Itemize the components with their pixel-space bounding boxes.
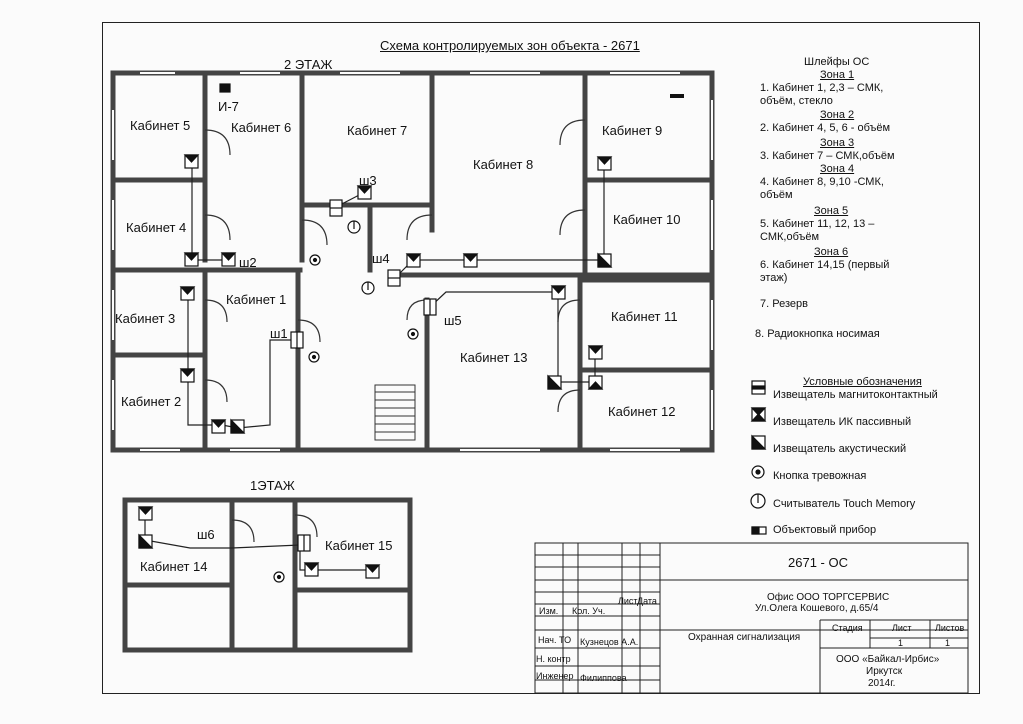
stamp-year: 2014г. <box>868 678 896 689</box>
stamp-nach-name: Кузнецов А.А. <box>580 637 639 647</box>
ir-passive-icon <box>750 407 767 422</box>
stamp-sheets-value: 1 <box>945 638 951 648</box>
loop-wires <box>144 162 605 571</box>
staircase <box>374 384 416 441</box>
room-label: Кабинет 15 <box>325 538 393 553</box>
drawing-title: Схема контролируемых зон объекта - 2671 <box>380 38 640 53</box>
room-label: Кабинет 3 <box>115 311 176 326</box>
room-label: Кабинет 11 <box>611 309 678 324</box>
floor2-label: 2 ЭТАЖ <box>284 57 333 72</box>
legend-label: Считыватель Touch Memory <box>773 498 916 510</box>
legend-label: Извещатель ИК пассивный <box>773 416 912 428</box>
zone-label: Зона 4 <box>820 163 855 175</box>
loop-reserve: 7. Резерв <box>760 298 808 310</box>
zone-description: 2. Кабинет 4, 5, 6 - объём <box>760 122 891 134</box>
floor1-label: 1ЭТАЖ <box>250 478 295 493</box>
legend-label: Извещатель акустический <box>773 443 907 455</box>
stamp-stadia: Стадия <box>832 623 863 633</box>
stamp-nach: Нач. ТО <box>538 635 572 645</box>
stamp-list: Лист <box>618 596 638 606</box>
room-label: Кабинет 7 <box>347 123 408 138</box>
touch-memory-readers <box>347 220 375 295</box>
ir-passive-sensors <box>137 154 613 579</box>
stamp-sheets-label: Листов <box>935 623 965 633</box>
room-label: Кабинет 4 <box>126 220 187 235</box>
panel-device-icon <box>751 526 767 535</box>
legend-icons <box>750 380 767 535</box>
loop-radio-button: 8. Радиокнопка носимая <box>755 328 880 340</box>
stamp-sheet-label: Лист <box>892 623 912 633</box>
room-label: Кабинет 6 <box>231 120 292 135</box>
legend-label: Извещатель магнитоконтактный <box>773 389 938 401</box>
panic-button-icon <box>751 465 765 479</box>
windows <box>112 72 713 451</box>
room-label: Кабинет 8 <box>473 157 534 172</box>
zone-description: этаж) <box>760 272 788 284</box>
legend-heading: Условные обозначения <box>803 376 922 388</box>
zone-label: Зона 2 <box>820 109 855 121</box>
room-label: Кабинет 5 <box>130 118 191 133</box>
loop-label-sh3: ш3 <box>359 173 377 188</box>
stamp-work: Охранная сигнализация <box>688 632 801 643</box>
panel-device-cab9 <box>670 94 684 98</box>
stamp-inzh: Инженер <box>536 671 574 681</box>
zone-label: Зона 1 <box>820 69 855 81</box>
zone-description: объём <box>760 189 793 201</box>
zone-description: 4. Кабинет 8, 9,10 -СМК, <box>760 176 884 188</box>
stamp-address: Ул.Олега Кошевого, д.65/4 <box>755 603 879 614</box>
zone-label: Зона 3 <box>820 137 855 149</box>
stamp-city: Иркутск <box>866 666 903 677</box>
zone-description: 6. Кабинет 14,15 (первый <box>760 259 890 271</box>
room-label: Кабинет 9 <box>602 123 663 138</box>
legend-label: Объектовый прибор <box>773 524 877 536</box>
stamp-izm: Изм. <box>539 606 559 616</box>
zone-description: СМК,объём <box>760 231 820 243</box>
stamp-kol: Кол. Уч. <box>572 606 606 616</box>
loop-label-sh1: ш1 <box>270 326 288 341</box>
touch-memory-icon <box>750 493 766 509</box>
stamp-code: 2671 - ОС <box>788 555 848 570</box>
title-block <box>534 542 969 694</box>
zone-label: Зона 5 <box>814 205 849 217</box>
panic-buttons <box>273 254 419 583</box>
stamp-inzh-name: Филиппова <box>580 673 627 683</box>
loop-label-sh6: ш6 <box>197 527 215 542</box>
loop-label-sh2: ш2 <box>239 255 257 270</box>
room-label: Кабинет 10 <box>613 212 681 227</box>
loop-label-sh5: ш5 <box>444 313 462 328</box>
zone-description: 5. Кабинет 11, 12, 13 – <box>760 218 875 230</box>
stamp-data: Дата <box>637 596 657 606</box>
room-label: Кабинет 1 <box>226 292 287 307</box>
room-label: Кабинет 12 <box>608 404 676 419</box>
floor1-outer-wall <box>122 497 413 653</box>
stamp-org: Офис ООО ТОРГСЕРВИС <box>767 592 890 603</box>
magnetic-contact-icon <box>751 380 766 395</box>
zone-description: 1. Кабинет 1, 2,3 – СМК, <box>760 82 884 94</box>
loop-label-sh4: ш4 <box>372 251 390 266</box>
loops-heading: Шлейфы ОС <box>804 56 870 68</box>
legend-label: Кнопка тревожная <box>773 470 867 482</box>
acoustic-icon <box>751 434 767 450</box>
zone-description: 3. Кабинет 7 – СМК,объём <box>760 150 895 162</box>
room-label: Кабинет 13 <box>460 350 528 365</box>
device-label-i7: И-7 <box>218 99 239 114</box>
stamp-company: ООО «Байкал-Ирбис» <box>836 654 940 665</box>
stamp-nkontr: Н. контр <box>536 654 571 664</box>
room-label: Кабинет 2 <box>121 394 182 409</box>
room-label: Кабинет 14 <box>140 559 208 574</box>
door-arcs <box>204 119 586 543</box>
magnetic-contact-sensors <box>219 83 437 552</box>
zone-description: объём, стекло <box>760 95 833 107</box>
acoustic-sensors <box>138 252 613 549</box>
zone-label: Зона 6 <box>814 246 849 258</box>
stamp-sheet-value: 1 <box>898 638 904 648</box>
